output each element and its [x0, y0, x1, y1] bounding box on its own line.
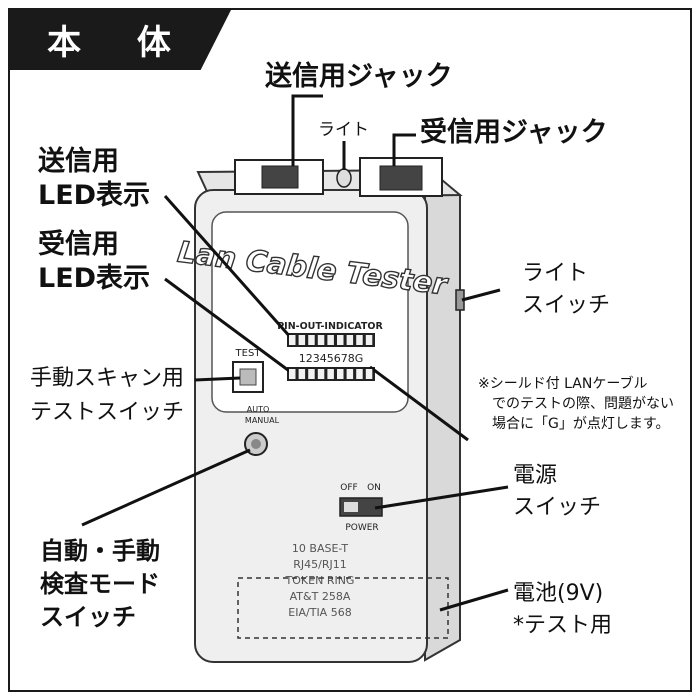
off-label: OFF — [340, 483, 357, 493]
label-light-switch: ライト スイッチ — [522, 258, 610, 322]
label-line: 自動・手動 — [40, 537, 160, 565]
label-line: ライト — [522, 261, 589, 286]
manual-label: MANUAL — [245, 416, 280, 425]
label-power-switch: 電源 スイッチ — [513, 460, 601, 524]
recv-led-cell — [346, 369, 354, 379]
recv-led-cell — [327, 369, 334, 379]
send-led-cell — [356, 335, 363, 345]
recv-led-cell — [317, 369, 325, 379]
label-send-jack: 送信用ジャック — [265, 61, 453, 92]
label-battery: 電池(9V) *テスト用 — [513, 578, 612, 642]
spec-line: 10 BASE-T — [292, 542, 348, 555]
label-line: 場合に「G」が点灯します。 — [492, 416, 670, 432]
recv-led-cell — [308, 369, 315, 379]
spec-line: TOKEN RING — [285, 574, 355, 587]
page-title: 本 体 — [8, 8, 232, 70]
label-line: スイッチ — [513, 495, 602, 520]
auto-manual-switch-center — [251, 439, 261, 449]
pin-numbers: 12345678G — [299, 352, 364, 365]
label-shield-note: ※シールド付 LANケーブル でのテストの際、問題がない 場合に「G」が点灯しま… — [478, 374, 674, 434]
send-led-cell — [337, 335, 344, 345]
label-line: 送信用 — [38, 146, 119, 177]
on-label: ON — [367, 483, 381, 493]
spec-line: RJ45/RJ11 — [293, 558, 346, 571]
label-line: 電池(9V) — [513, 581, 604, 606]
label-recv-jack: 受信用ジャック — [420, 117, 608, 148]
leader-battery — [439, 588, 509, 612]
label-line: 電源 — [513, 463, 558, 488]
auto-label: AUTO — [247, 405, 270, 414]
label-line: テストスイッチ — [30, 400, 185, 425]
send-led-cell — [365, 335, 373, 345]
label-manual-scan: 手動スキャン用 テストスイッチ — [30, 362, 184, 430]
label-line: ※シールド付 LANケーブル — [478, 376, 648, 392]
label-recv-led: 受信用 LED表示 — [38, 228, 150, 296]
send-led-cell — [289, 335, 296, 345]
send-led-cell — [298, 335, 306, 345]
leader-lines — [81, 94, 509, 612]
leader-send-led — [163, 195, 294, 340]
test-label: TEST — [235, 348, 262, 359]
power-label: POWER — [345, 523, 378, 533]
power-switch-knob — [344, 502, 358, 512]
spec-list: 10 BASE-T RJ45/RJ11 TOKEN RING AT&T 258A… — [285, 542, 355, 619]
label-line: でのテストの際、問題がない — [492, 396, 674, 412]
label-line: スイッチ — [522, 293, 611, 318]
label-send-led: 送信用 LED表示 — [38, 145, 150, 213]
label-line: *テスト用 — [513, 613, 613, 638]
label-line: LED表示 — [38, 263, 151, 294]
label-auto-manual: 自動・手動 検査モード スイッチ — [40, 535, 160, 634]
leader-power-switch — [374, 485, 509, 510]
leader-recv-jack — [392, 133, 416, 166]
recv-led-cell — [365, 369, 373, 379]
test-button-face — [239, 368, 257, 386]
send-led-cell — [346, 335, 354, 345]
leader-shield-note — [369, 365, 469, 442]
leader-auto-manual — [81, 448, 251, 527]
label-line: スイッチ — [40, 603, 136, 631]
leader-recv-led — [164, 277, 293, 375]
label-line: 受信用 — [38, 229, 119, 260]
send-led-cell — [308, 335, 315, 345]
recv-led-cell — [298, 369, 306, 379]
send-jack-port — [261, 165, 299, 189]
send-led-cell — [327, 335, 334, 345]
leader-manual-scan — [194, 376, 241, 382]
leader-light-switch — [461, 288, 501, 302]
label-line: LED表示 — [38, 180, 151, 211]
recv-led-cell — [356, 369, 363, 379]
label-line: 検査モード — [40, 570, 160, 598]
recv-led-cell — [337, 369, 344, 379]
leader-send-jack — [291, 94, 323, 166]
light-lamp — [336, 168, 352, 188]
recv-jack-port — [379, 165, 423, 191]
spec-line: EIA/TIA 568 — [288, 606, 351, 619]
spec-line: AT&T 258A — [290, 590, 351, 603]
pin-out-indicator-label: PIN-OUT-INDICATOR — [277, 321, 383, 332]
diagram-frame — [8, 8, 692, 692]
send-led-cell — [317, 335, 325, 345]
label-line: 手動スキャン用 — [30, 366, 185, 391]
label-light: ライト — [318, 120, 369, 140]
recv-led-cell — [289, 369, 296, 379]
